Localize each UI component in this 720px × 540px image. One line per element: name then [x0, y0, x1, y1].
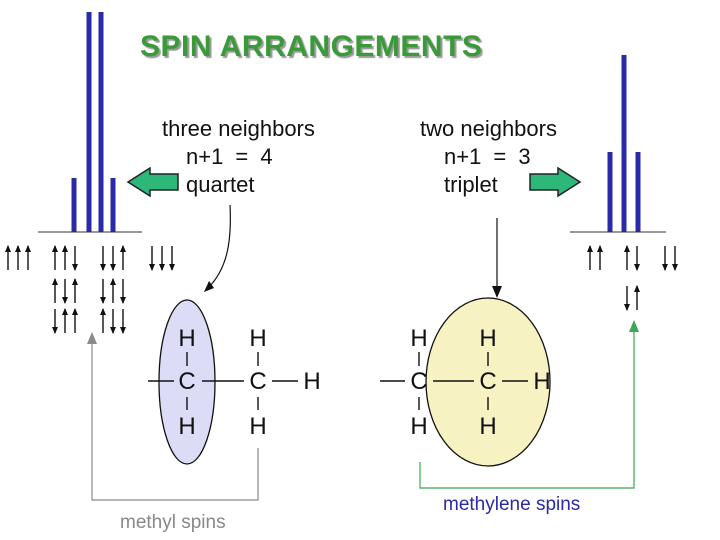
left-molecule-bonds — [148, 352, 298, 410]
left-neighbors-label: three neighbors — [162, 116, 315, 141]
left-ch2-h-bottom: H — [249, 413, 267, 440]
right-rule-label: n+1 = 3 — [444, 144, 531, 169]
right-terminal-h: H — [533, 368, 551, 395]
spin-arrowhead-icon — [624, 245, 630, 252]
quartet-pointer-head — [204, 281, 214, 292]
spin-arrowhead-icon — [72, 264, 78, 271]
methyl-spins-caption: methyl spins — [120, 512, 226, 533]
spin-arrowhead-icon — [159, 264, 165, 271]
left-ch2-h-top: H — [249, 325, 267, 352]
spin-arrowhead-icon — [52, 245, 58, 252]
methylene-spins-caption: methylene spins — [443, 494, 581, 515]
triplet-pointer-head — [492, 286, 502, 298]
spin-arrowhead-icon — [149, 264, 155, 271]
spin-arrowhead-icon — [62, 245, 68, 252]
methylene-connector-head — [629, 320, 639, 332]
methylene-h-bottom: H — [479, 413, 497, 440]
diagram-title: SPIN ARRANGEMENTS — [140, 30, 483, 63]
methylene-carbon: C — [479, 368, 497, 395]
spin-arrowhead-icon — [5, 245, 11, 252]
spin-arrowhead-icon — [100, 308, 106, 315]
quartet-peaks — [71, 12, 116, 232]
spin-arrowhead-icon — [100, 297, 106, 304]
left-rule-label: n+1 = 4 — [186, 144, 273, 169]
spin-arrowhead-icon — [587, 245, 593, 252]
spin-arrowhead-icon — [110, 327, 116, 334]
right-arrow-icon — [529, 166, 582, 198]
methyl-connector — [91, 342, 259, 501]
methylene-group-ellipse — [425, 297, 551, 467]
spin-arrowhead-icon — [110, 278, 116, 285]
quartet-pointer-line — [207, 204, 231, 289]
right-molecule-bonds — [380, 352, 528, 410]
left-ch2-carbon: C — [249, 368, 267, 395]
spin-arrowhead-icon — [169, 264, 175, 271]
spin-arrows — [5, 245, 678, 334]
spin-arrowhead-icon — [15, 245, 21, 252]
spin-arrowhead-icon — [52, 278, 58, 285]
right-ch3-h-top: H — [410, 325, 428, 352]
spin-arrowhead-icon — [634, 264, 640, 271]
spin-arrowhead-icon — [72, 308, 78, 315]
methylene-connector — [419, 330, 635, 489]
right-ch3-h-bottom: H — [410, 413, 428, 440]
methyl-group-ellipse — [158, 299, 216, 465]
spin-arrowhead-icon — [25, 245, 31, 252]
spin-arrowhead-icon — [72, 278, 78, 285]
spin-arrowhead-icon — [662, 264, 668, 271]
right-multiplicity-label: triplet — [444, 172, 498, 197]
right-ch3-carbon: C — [410, 368, 428, 395]
triplet-peaks — [607, 55, 641, 232]
methyl-h-top: H — [178, 325, 196, 352]
spin-arrowhead-icon — [624, 304, 630, 311]
spin-arrowhead-icon — [62, 308, 68, 315]
left-terminal-h: H — [303, 368, 321, 395]
spin-arrowhead-icon — [120, 297, 126, 304]
left-arrow-icon — [126, 166, 179, 198]
spin-arrowhead-icon — [672, 264, 678, 271]
spin-arrowhead-icon — [52, 327, 58, 334]
methyl-connector-head — [87, 332, 97, 344]
spin-arrowhead-icon — [62, 297, 68, 304]
spin-arrowhead-icon — [110, 264, 116, 271]
methyl-carbon: C — [178, 368, 196, 395]
spin-arrowhead-icon — [100, 264, 106, 271]
spin-arrowhead-icon — [634, 285, 640, 292]
methyl-h-bottom: H — [178, 413, 196, 440]
left-multiplicity-label: quartet — [186, 172, 255, 197]
right-neighbors-label: two neighbors — [420, 116, 557, 141]
methylene-h-top: H — [479, 325, 497, 352]
spin-arrowhead-icon — [120, 245, 126, 252]
spin-arrowhead-icon — [597, 245, 603, 252]
spin-arrowhead-icon — [120, 327, 126, 334]
